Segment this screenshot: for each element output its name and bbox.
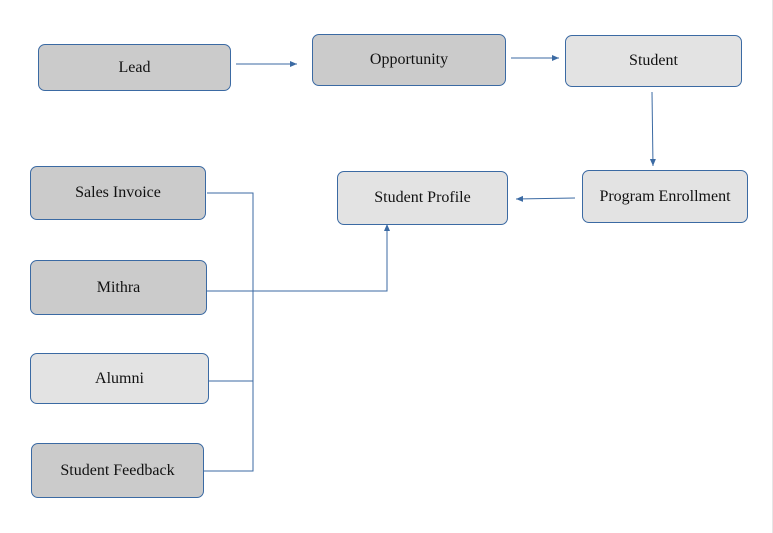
node-mithra-label: Mithra	[96, 278, 141, 296]
node-lead: Lead	[38, 44, 231, 91]
node-student-profile-label: Student Profile	[374, 189, 471, 206]
node-alumni: Alumni	[30, 353, 209, 404]
arrow-program-enrollment-to-student-profile	[515, 195, 576, 202]
node-program-enrollment: Program Enrollment	[582, 170, 748, 223]
node-alumni-label: Alumni	[95, 369, 144, 387]
node-opportunity-label: Opportunity	[369, 51, 449, 68]
node-student-profile: Student Profile	[337, 171, 508, 225]
node-program-enrollment-label: Program Enrollment	[599, 187, 731, 205]
node-student: Student	[565, 35, 742, 87]
node-sales-invoice-label: Sales Invoice	[75, 184, 161, 201]
node-student-feedback: Student Feedback	[31, 443, 204, 498]
arrow-mithra-to-student-profile	[207, 224, 390, 292]
connector-bus-left-group	[203, 192, 254, 472]
node-lead-label: Lead	[118, 58, 151, 76]
node-mithra: Mithra	[30, 260, 207, 315]
node-student-label: Student	[629, 52, 678, 69]
node-sales-invoice: Sales Invoice	[30, 166, 206, 220]
arrow-student-to-program-enrollment	[649, 91, 656, 167]
node-student-feedback-label: Student Feedback	[60, 461, 175, 479]
node-opportunity: Opportunity	[312, 34, 506, 86]
